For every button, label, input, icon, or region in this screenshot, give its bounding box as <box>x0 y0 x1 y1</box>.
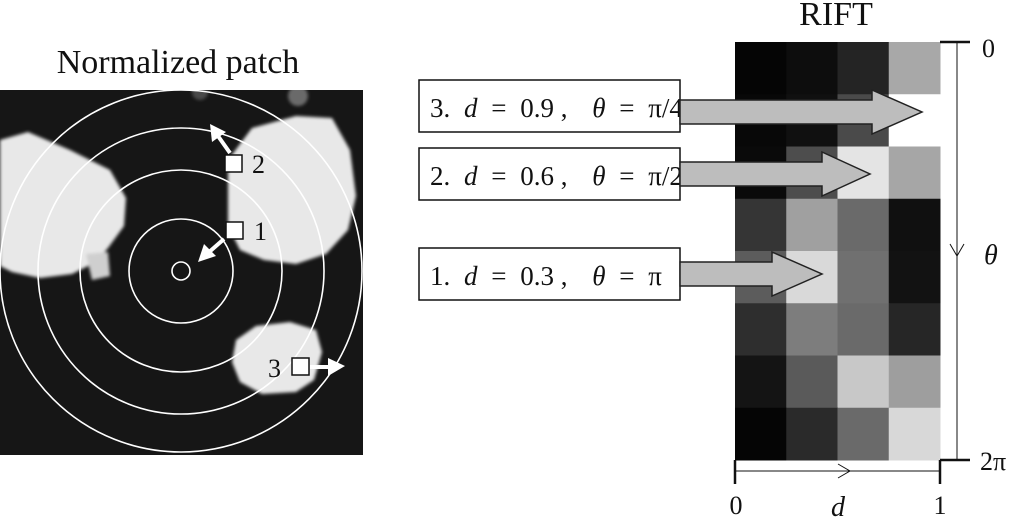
callout-1-text: 1. d = 0.3 , θ = π <box>430 261 662 291</box>
blob-top-speck-2 <box>192 90 208 100</box>
callout-3-d-symbol: d <box>464 93 478 123</box>
patch-rings <box>0 90 363 453</box>
patch-title: Normalized patch <box>57 44 300 81</box>
theta-bottom-tick-label: 2π <box>980 447 1006 476</box>
callout-3-index: 3. <box>430 93 450 123</box>
point-2-arrow-head <box>210 124 226 142</box>
rift-cell-r6-c1 <box>786 355 838 409</box>
callout-2-box <box>418 147 681 201</box>
rift-cell-r5-c1 <box>786 303 838 356</box>
point-3-marker <box>291 357 310 376</box>
callout-1-arrow <box>679 250 824 298</box>
point-2-label: 2 <box>252 150 265 179</box>
rift-cell-r3-c1 <box>786 198 838 252</box>
rift-cell-r7-c2 <box>837 407 890 461</box>
callout-1-theta-equals: = <box>619 261 634 291</box>
callout-1: 1. d = 0.3 , θ = π <box>418 247 824 301</box>
point-1-label: 1 <box>254 217 267 246</box>
point-3-label: 3 <box>268 354 281 383</box>
rift-grid <box>735 42 941 461</box>
callout-3-arrow <box>679 88 924 136</box>
rift-cell-r5-c0 <box>735 303 787 356</box>
callout-2: 2. d = 0.6 , θ = π/2 <box>418 147 872 201</box>
point-1-arrow-head <box>198 244 216 262</box>
ring-3 <box>37 127 325 415</box>
rift-cell-r5-c3 <box>888 303 941 356</box>
callout-2-comma: , <box>561 161 568 191</box>
normalized-patch <box>0 90 363 455</box>
theta-top-tick-label: 0 <box>982 34 995 63</box>
blob-top-speck <box>288 90 308 106</box>
callout-2-d-value: 0.6 <box>520 161 554 191</box>
callout-2-d-equals: = <box>491 161 506 191</box>
rift-cell-r3-c2 <box>837 198 890 252</box>
patch-point-2: 2 <box>210 124 265 179</box>
callout-3-theta-equals: = <box>619 93 634 123</box>
callout-3-box <box>418 79 681 133</box>
blob-left-small <box>86 252 110 280</box>
callout-1-comma: , <box>561 261 568 291</box>
patch-point-1: 1 <box>198 217 267 262</box>
rift-cell-r0-c0 <box>735 42 787 95</box>
theta-axis: 0 2π θ <box>940 34 1006 476</box>
d-right-tick-label: 1 <box>934 491 947 519</box>
rift-cell-r6-c2 <box>837 355 890 409</box>
point-1-marker <box>225 221 244 240</box>
rift-cell-r4-c3 <box>888 251 941 304</box>
rift-cell-r2-c3 <box>888 146 941 200</box>
callout-1-d-symbol: d <box>464 261 478 291</box>
d-left-tick-label: 0 <box>730 491 743 519</box>
rift-cell-r5-c2 <box>837 303 890 356</box>
theta-axis-label: θ <box>984 240 998 271</box>
callout-1-box <box>418 247 681 301</box>
callout-2-theta-equals: = <box>619 161 634 191</box>
callout-3-theta-value: π/4 <box>648 93 683 123</box>
callout-1-d-value: 0.3 <box>520 261 554 291</box>
callout-3: 3. d = 0.9 , θ = π/4 <box>418 79 924 136</box>
rift-cell-r0-c2 <box>837 42 890 95</box>
callout-3-theta-symbol: θ <box>592 93 605 123</box>
ring-1 <box>128 218 234 324</box>
rift-cell-r4-c2 <box>837 251 890 304</box>
callout-3-d-value: 0.9 <box>520 93 554 123</box>
rift-cell-r6-c3 <box>888 355 941 409</box>
rift-cell-r7-c0 <box>735 407 787 461</box>
callout-3-comma: , <box>561 93 568 123</box>
point-2-arrow-shaft <box>216 134 232 155</box>
patch-point-3: 3 <box>268 354 345 383</box>
rift-cell-r3-c0 <box>735 198 787 252</box>
callout-2-index: 2. <box>430 161 450 191</box>
callout-2-theta-symbol: θ <box>592 161 605 191</box>
callout-3-text: 3. d = 0.9 , θ = π/4 <box>430 93 683 123</box>
d-axis-arrow <box>837 463 851 479</box>
rift-title: RIFT <box>799 0 873 33</box>
blob-right <box>228 116 356 264</box>
theta-axis-arrow <box>949 243 965 257</box>
callout-2-theta-value: π/2 <box>648 161 683 191</box>
rift-cell-r0-c1 <box>786 42 838 95</box>
callout-2-d-symbol: d <box>464 161 478 191</box>
rift-cell-r3-c3 <box>888 198 941 252</box>
d-axis: 0 1 d <box>730 460 947 523</box>
ring-4 <box>0 90 363 453</box>
rift-cell-r7-c1 <box>786 407 838 461</box>
ring-2 <box>79 169 283 373</box>
ring-center <box>171 261 191 281</box>
rift-cell-r7-c3 <box>888 407 941 461</box>
callout-3-d-equals: = <box>491 93 506 123</box>
callout-2-arrow <box>679 150 872 198</box>
point-3-arrow-head <box>328 358 345 376</box>
rift-cell-r6-c0 <box>735 355 787 409</box>
d-axis-label: d <box>831 492 846 519</box>
callout-2-text: 2. d = 0.6 , θ = π/2 <box>430 161 683 191</box>
callout-1-index: 1. <box>430 261 450 291</box>
rift-cell-r0-c3 <box>888 42 941 95</box>
callout-1-theta-value: π <box>648 261 662 291</box>
callout-1-theta-symbol: θ <box>592 261 605 291</box>
point-2-marker <box>224 154 243 173</box>
callout-1-d-equals: = <box>491 261 506 291</box>
